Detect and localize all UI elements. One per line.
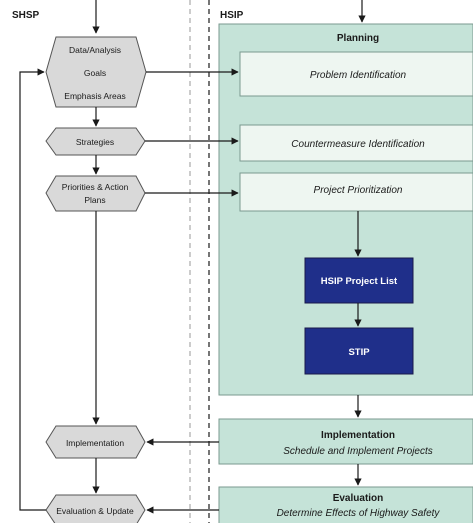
planning-title: Planning <box>337 33 379 44</box>
problem-identification-label: Problem Identification <box>310 70 407 81</box>
shsp-implementation-label: Implementation <box>66 438 124 448</box>
priorities-line-2: Plans <box>84 195 105 205</box>
shsp-evaluation-label: Evaluation & Update <box>56 506 134 516</box>
shsp-implementation-hexagon[interactable]: Implementation <box>45 425 146 459</box>
analysis-line-1: Data/Analysis <box>69 45 121 55</box>
project-prioritization-label: Project Prioritization <box>314 185 403 196</box>
hsip-project-list-box[interactable]: HSIP Project List <box>304 257 414 304</box>
hsip-implementation-box[interactable]: Implementation Schedule and Implement Pr… <box>218 418 473 465</box>
hsip-implementation-subtitle: Schedule and Implement Projects <box>283 446 433 457</box>
hsip-evaluation-subtitle: Determine Effects of Highway Safety <box>277 508 441 519</box>
shsp-column-title: SHSP <box>12 10 40 21</box>
shsp-strategies-hexagon[interactable]: Strategies <box>45 127 146 156</box>
hsip-evaluation-title: Evaluation <box>333 493 384 504</box>
hsip-evaluation-box[interactable]: Evaluation Determine Effects of Highway … <box>218 486 473 523</box>
countermeasure-identification-label: Countermeasure Identification <box>291 139 425 150</box>
strategies-label: Strategies <box>76 137 114 147</box>
analysis-line-2: Goals <box>84 68 106 78</box>
feedback-loop-arrow <box>19 68 46 511</box>
priorities-line-1: Priorities & Action <box>62 182 129 192</box>
shsp-priorities-hexagon[interactable]: Priorities & Action Plans <box>45 175 146 212</box>
stip-label: STIP <box>348 347 370 358</box>
countermeasure-identification-box[interactable]: Countermeasure Identification <box>239 124 473 162</box>
hsip-implementation-title: Implementation <box>321 430 395 441</box>
hsip-project-list-label: HSIP Project List <box>321 276 398 287</box>
shsp-analysis-hexagon[interactable]: Data/Analysis Goals Emphasis Areas <box>45 36 147 108</box>
project-prioritization-box[interactable]: Project Prioritization <box>239 172 473 212</box>
shsp-evaluation-hexagon[interactable]: Evaluation & Update <box>45 494 146 523</box>
analysis-line-3: Emphasis Areas <box>64 91 125 101</box>
problem-identification-box[interactable]: Problem Identification <box>239 51 473 97</box>
hsip-column-title: HSIP <box>220 10 244 21</box>
stip-box[interactable]: STIP <box>304 327 414 375</box>
